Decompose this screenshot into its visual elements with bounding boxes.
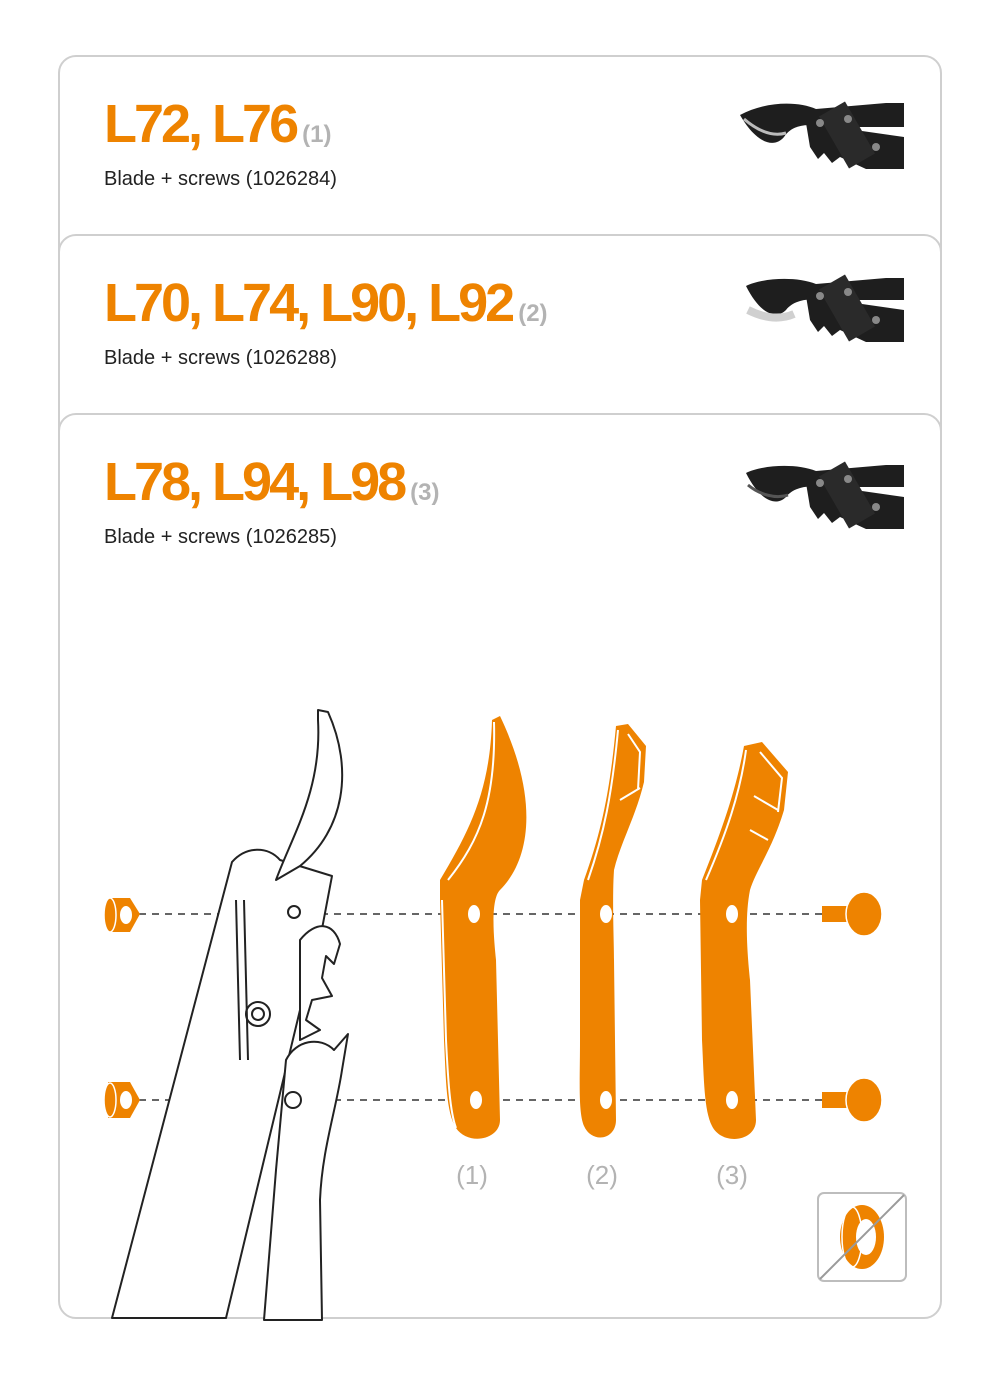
nut-icon bbox=[103, 897, 140, 933]
product-models: L70, L74, L90, L92 bbox=[104, 273, 515, 333]
product-number: (2) bbox=[518, 300, 548, 327]
blade-label-3: (3) bbox=[716, 1160, 748, 1190]
blade-label-2: (2) bbox=[586, 1160, 618, 1190]
blade-label-1: (1) bbox=[456, 1160, 488, 1190]
product-description: Blade + screws (1026288) bbox=[104, 347, 337, 369]
product-number: (1) bbox=[302, 121, 332, 148]
lopper-head-icon bbox=[740, 101, 904, 169]
nut-icon bbox=[103, 1082, 140, 1118]
product-models: L72, L76 bbox=[104, 94, 299, 154]
product-number: (3) bbox=[410, 479, 440, 506]
product-title: L78, L94, L98(3) bbox=[104, 455, 440, 509]
product-models: L78, L94, L98 bbox=[104, 452, 407, 512]
screw-icon bbox=[822, 1077, 883, 1123]
product-description: Blade + screws (1026285) bbox=[104, 526, 337, 548]
screw-icon bbox=[822, 891, 883, 937]
lopper-head-icon bbox=[746, 274, 904, 342]
lopper-head-icon bbox=[746, 461, 904, 529]
blade-3 bbox=[700, 742, 788, 1139]
product-title: L72, L76(1) bbox=[104, 97, 331, 151]
crossed-out-washer-icon bbox=[817, 1192, 907, 1282]
product-description: Blade + screws (1026284) bbox=[104, 168, 337, 190]
blade-2 bbox=[579, 724, 646, 1138]
lopper-outline bbox=[111, 709, 349, 1321]
product-title: L70, L74, L90, L92(2) bbox=[104, 276, 548, 330]
blade-1 bbox=[440, 716, 527, 1139]
